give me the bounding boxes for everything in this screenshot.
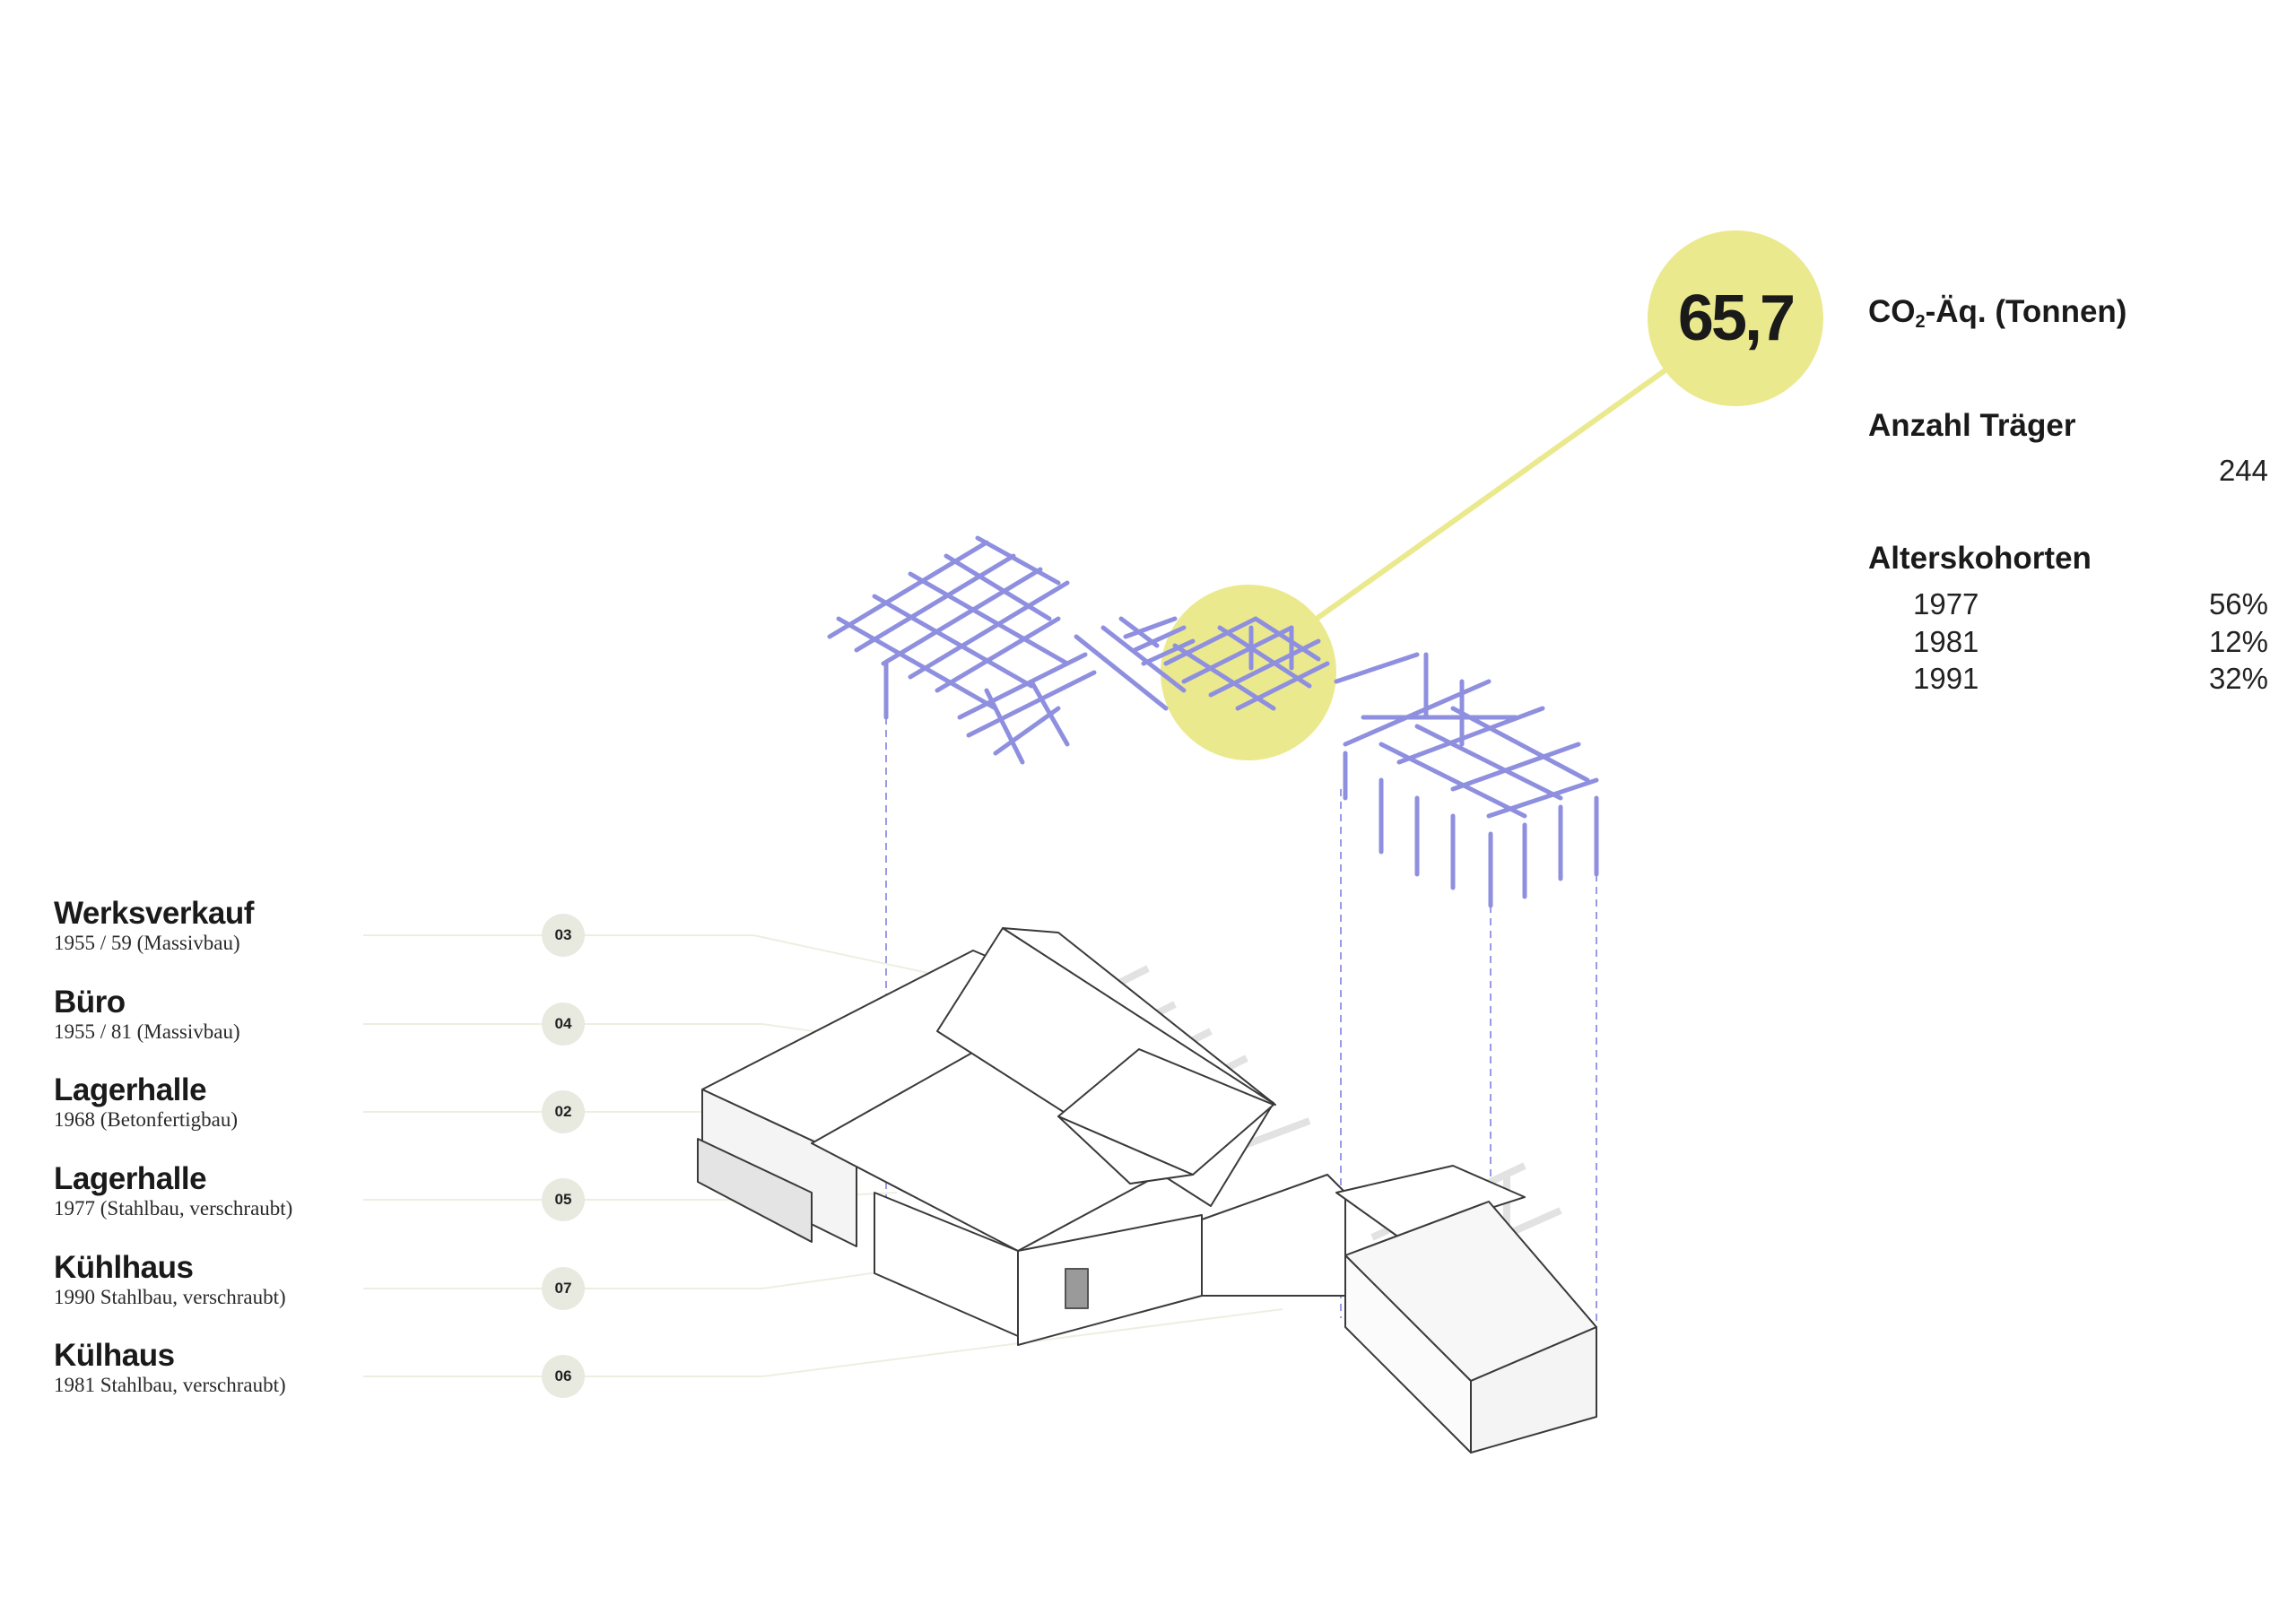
badge-04: 04 — [542, 1002, 585, 1046]
building-label-kuehlhaus-1981: Külhaus 1981 Stahlbau, verschraubt) — [54, 1339, 286, 1398]
cohort-year: 1991 — [1913, 662, 1979, 695]
cohort-year: 1977 — [1913, 587, 1979, 621]
co2-prefix: CO — [1868, 294, 1916, 329]
badge-02: 02 — [542, 1090, 585, 1133]
building-name: Lagerhalle — [54, 1072, 207, 1107]
co2-label: CO2-Äq. (Tonnen) — [1868, 294, 2127, 332]
building-name: Werksverkauf — [54, 896, 254, 931]
building-label-lagerhalle-1968: Lagerhalle 1968 (Betonfertigbau) — [54, 1073, 238, 1133]
building-detail: 1977 (Stahlbau, verschraubt) — [54, 1197, 293, 1219]
building-name: Külhaus — [54, 1338, 175, 1373]
badge-07: 07 — [542, 1267, 585, 1310]
steel-structure — [827, 535, 1599, 908]
building-detail: 1955 / 59 (Massivbau) — [54, 932, 240, 954]
building-label-werksverkauf: Werksverkauf 1955 / 59 (Massivbau) — [54, 897, 254, 956]
beams-count: 244 — [2218, 454, 2268, 487]
co2-suffix: -Äq. (Tonnen) — [1925, 294, 2127, 329]
building-label-buero: Büro 1955 / 81 (Massivbau) — [54, 985, 240, 1045]
leader-line — [1315, 367, 1668, 621]
building-name: Kühlhaus — [54, 1250, 194, 1285]
building-label-kuehlhaus-1990: Kühlhaus 1990 Stahlbau, verschraubt) — [54, 1251, 286, 1310]
beams-heading: Anzahl Träger — [1868, 408, 2076, 443]
building-outlines — [697, 927, 1597, 1454]
building-label-lagerhalle-1977: Lagerhalle 1977 (Stahlbau, verschraubt) — [54, 1162, 292, 1221]
cohort-year: 1981 — [1913, 625, 1979, 658]
building-detail: 1955 / 81 (Massivbau) — [54, 1020, 240, 1043]
building-detail: 1968 (Betonfertigbau) — [54, 1108, 239, 1131]
building-detail: 1990 Stahlbau, verschraubt) — [54, 1286, 286, 1308]
badge-06: 06 — [542, 1355, 585, 1398]
co2-subscript: 2 — [1915, 312, 1926, 332]
building-name: Büro — [54, 985, 126, 1020]
co2-value-bubble: 65,7 — [1648, 230, 1823, 406]
cohort-share: 56% — [2208, 587, 2268, 621]
badge-05: 05 — [542, 1178, 585, 1221]
cohort-share: 12% — [2208, 625, 2268, 658]
building-name: Lagerhalle — [54, 1161, 207, 1196]
badge-03: 03 — [542, 914, 585, 957]
building-detail: 1981 Stahlbau, verschraubt) — [54, 1374, 286, 1396]
cohorts-heading: Alterskohorten — [1868, 541, 2092, 576]
cohort-share: 32% — [2208, 662, 2268, 695]
